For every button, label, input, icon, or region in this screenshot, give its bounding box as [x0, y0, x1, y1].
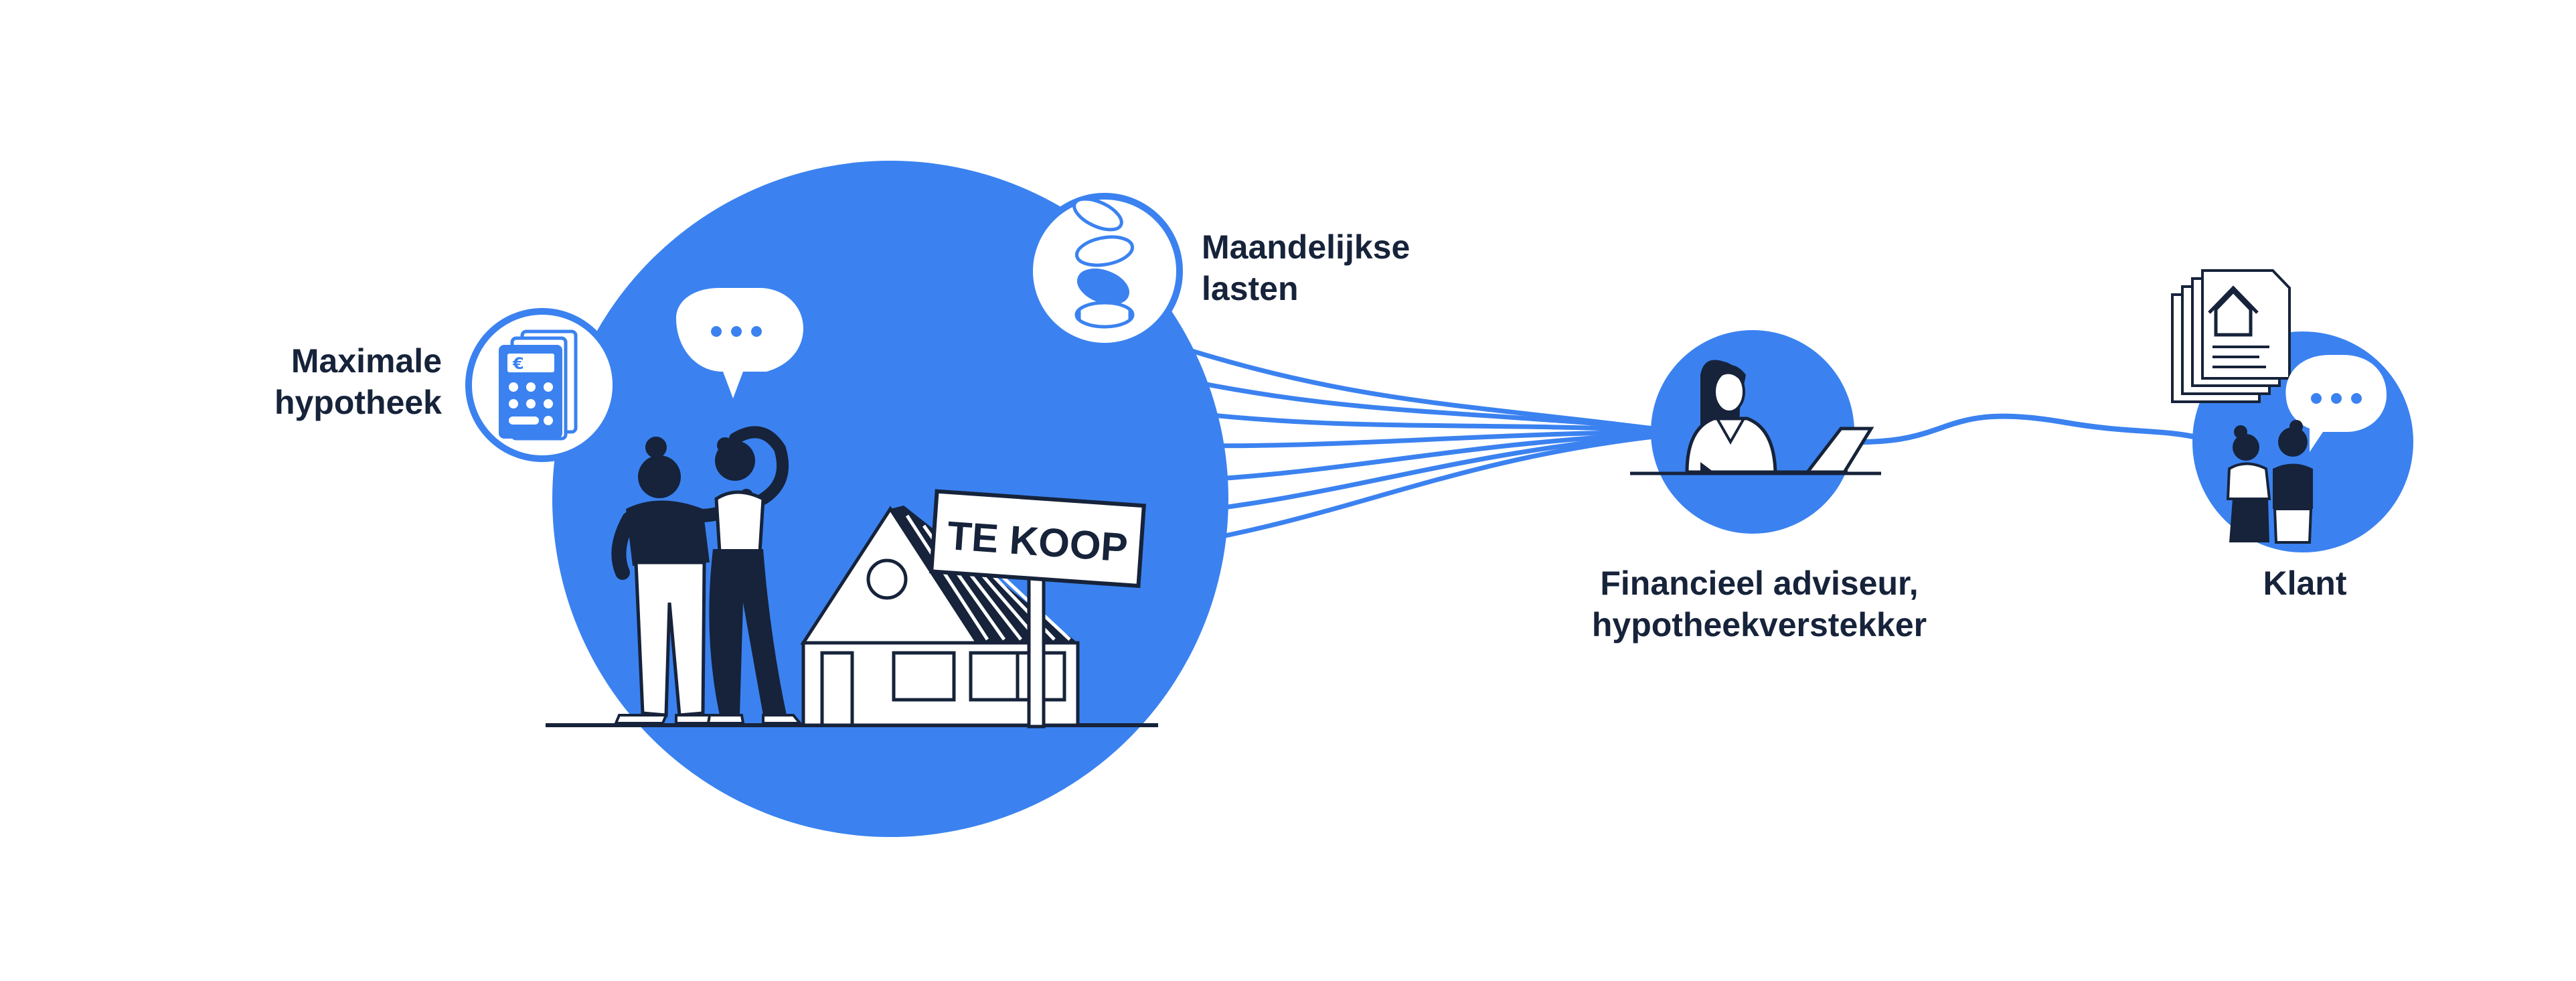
coins-badge [1030, 193, 1180, 346]
label-maandelijkse-lasten: Maandelijkse lasten [1202, 226, 1410, 309]
documents-icon [2172, 271, 2289, 402]
svg-text:€: € [512, 354, 524, 373]
label-adviseur: Financieel adviseur, hypotheekverstekker [1592, 562, 1927, 646]
adviser-client-line [1861, 417, 2202, 442]
calculator-badge: € [469, 311, 616, 459]
label-klant: Klant [2263, 562, 2347, 604]
calculator-icon: € [499, 331, 576, 439]
label-maximale-hypotheek: Maximale hypotheek [274, 340, 442, 423]
